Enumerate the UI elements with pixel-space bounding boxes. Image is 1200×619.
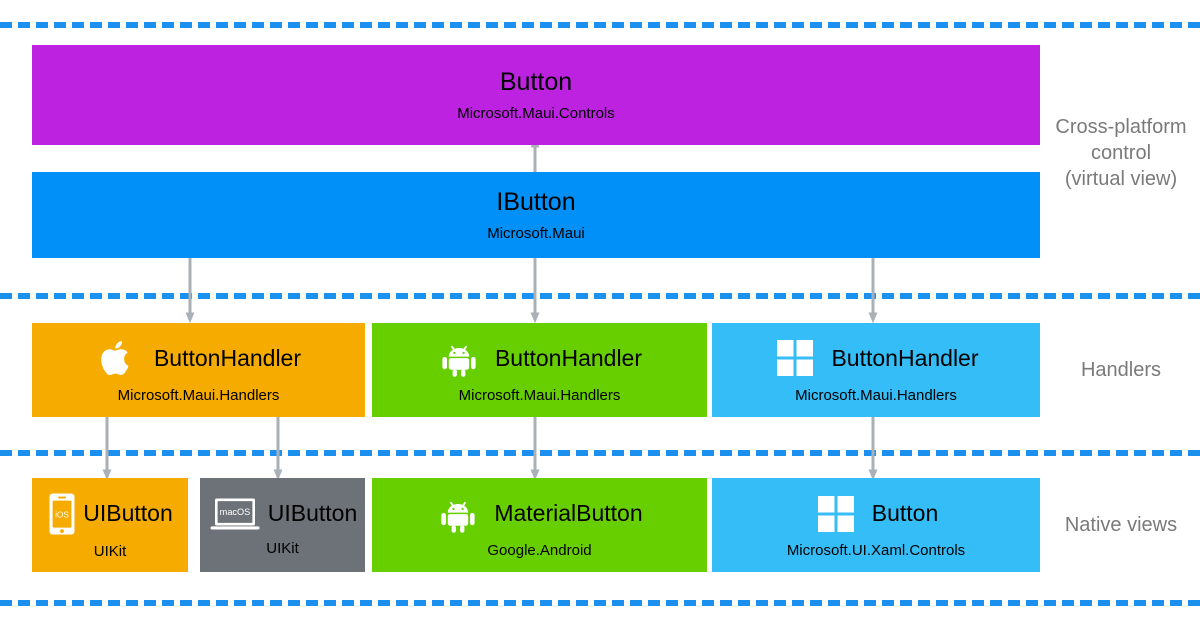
divider-bottom <box>0 600 1200 606</box>
box-ibutton-interface-subtitle: Microsoft.Maui <box>487 225 585 242</box>
box-native-materialbutton-android-inner: MaterialButton <box>436 492 643 536</box>
box-native-uibutton-macos-title: UIButton <box>267 500 358 526</box>
box-native-uibutton-ios[interactable]: iOS UIButton UIKit <box>32 478 188 572</box>
box-native-uibutton-ios-inner: iOS UIButton <box>47 491 173 537</box>
box-button-control-subtitle: Microsoft.Maui.Controls <box>457 105 615 122</box>
box-ibutton-interface[interactable]: IButton Microsoft.Maui <box>32 172 1040 258</box>
zone-label-native-views: Native views <box>1064 514 1178 536</box>
box-button-handler-ios-title: ButtonHandler <box>153 344 302 371</box>
box-native-button-windows-inner: Button <box>814 492 939 536</box>
box-native-materialbutton-android-subtitle: Google.Android <box>487 541 592 559</box>
box-button-handler-windows-subtitle: Microsoft.Maui.Handlers <box>795 387 957 404</box>
box-button-handler-android-title: ButtonHandler <box>494 344 643 371</box>
box-button-handler-windows[interactable]: ButtonHandler Microsoft.Maui.Handlers <box>712 323 1040 417</box>
box-button-handler-windows-title: ButtonHandler <box>831 344 979 371</box>
box-native-uibutton-ios-title: UIButton <box>83 500 173 526</box>
box-native-uibutton-macos[interactable]: macOS UIButton UIKit <box>200 478 365 572</box>
android-icon <box>437 336 481 380</box>
box-native-materialbutton-android-title: MaterialButton <box>494 500 643 526</box>
box-native-uibutton-macos-inner: macOS UIButton <box>208 494 358 534</box>
box-native-button-windows-title: Button <box>871 500 939 526</box>
box-button-handler-ios[interactable]: ButtonHandler Microsoft.Maui.Handlers <box>32 323 365 417</box>
box-native-materialbutton-android[interactable]: MaterialButton Google.Android <box>372 478 707 572</box>
box-button-control[interactable]: Button Microsoft.Maui.Controls <box>32 45 1040 145</box>
divider-handlers-native <box>0 450 1200 456</box>
box-button-control-title: Button <box>499 68 573 96</box>
box-native-button-windows-subtitle: Microsoft.UI.Xaml.Controls <box>786 541 966 559</box>
box-ibutton-interface-inner: IButton <box>496 188 575 217</box>
box-native-uibutton-macos-subtitle: UIKit <box>266 539 299 557</box>
macos-laptop-icon-label: macOS <box>219 507 250 517</box>
divider-cross-platform-handlers <box>0 293 1200 299</box>
box-native-button-windows[interactable]: Button Microsoft.UI.Xaml.Controls <box>712 478 1040 572</box>
box-button-handler-ios-subtitle: Microsoft.Maui.Handlers <box>117 387 280 404</box>
divider-top <box>0 22 1200 28</box>
windows-icon <box>814 492 858 536</box>
box-button-handler-ios-inner: ButtonHandler <box>96 336 301 380</box>
android-icon <box>436 492 480 536</box>
box-button-handler-windows-inner: ButtonHandler <box>773 336 979 380</box>
ios-phone-icon-label: iOS <box>55 509 69 519</box>
box-button-control-inner: Button <box>500 68 572 97</box>
windows-icon <box>773 336 817 380</box>
box-ibutton-interface-title: IButton <box>496 188 576 216</box>
box-button-handler-android[interactable]: ButtonHandler Microsoft.Maui.Handlers <box>372 323 707 417</box>
zone-label-handlers: Handlers <box>1080 359 1162 381</box>
zone-label-cross-platform: Cross-platform control (virtual view) <box>1055 116 1187 190</box>
ios-phone-icon: iOS <box>47 491 77 537</box>
macos-laptop-icon: macOS <box>208 494 262 534</box>
box-button-handler-android-subtitle: Microsoft.Maui.Handlers <box>458 387 621 404</box>
box-native-uibutton-ios-subtitle: UIKit <box>93 542 127 560</box>
apple-icon <box>96 336 140 380</box>
box-button-handler-android-inner: ButtonHandler <box>437 336 642 380</box>
